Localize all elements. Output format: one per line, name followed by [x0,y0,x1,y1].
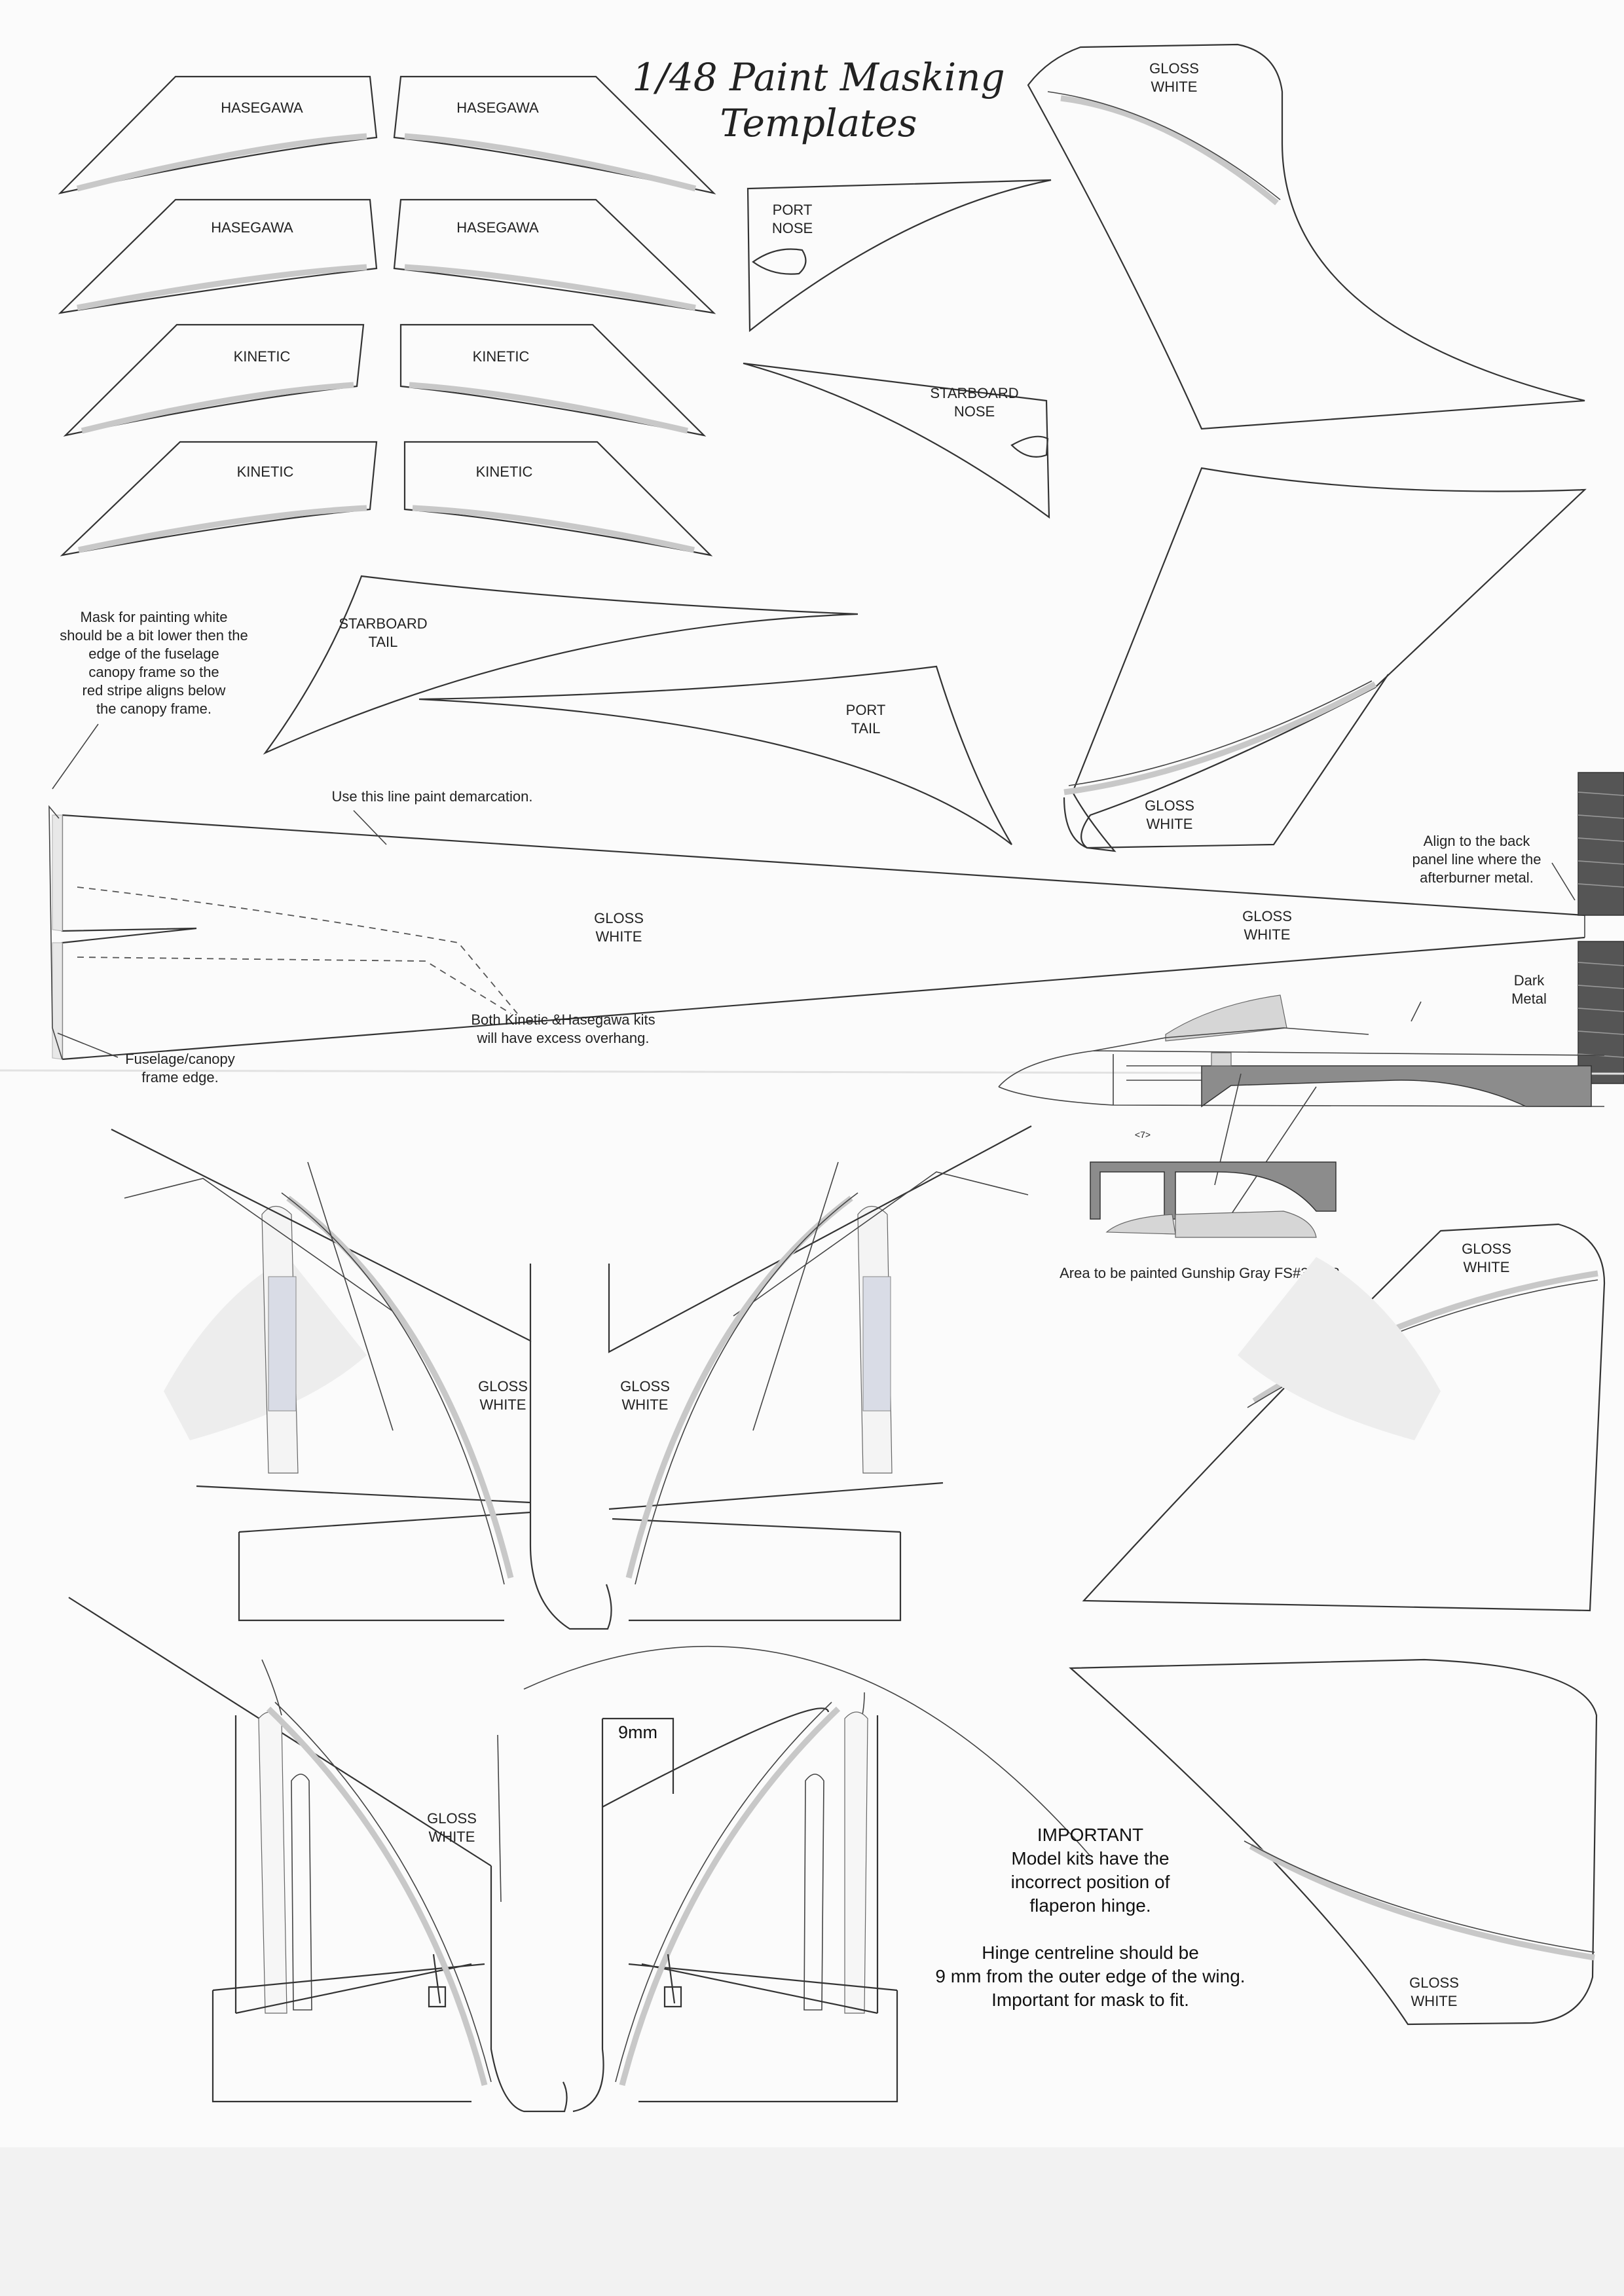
important-heading: IMPORTANT [1037,1825,1143,1845]
page-title: 1/48 Paint Masking [632,55,1005,100]
svg-text:HASEGAWA: HASEGAWA [211,219,293,236]
canopy-template-kinetic-1: KINETIC [63,323,365,437]
fin-template-upper-right: GLOSS WHITE [1027,43,1585,430]
demarcation-note: Use this line paint demarcation. [332,788,533,805]
hinge-gap-label: 9mm [618,1722,657,1742]
svg-text:Dark: Dark [1514,972,1545,989]
svg-text:9 mm from the outer edge of th: 9 mm from the outer edge of the wing. [935,1966,1245,1986]
svg-text:KINETIC: KINETIC [234,348,291,365]
canopy-template-kinetic-4: KINETIC [403,441,713,556]
canopy-template-kinetic-3: KINETIC [60,441,378,556]
fin-template-right-bottom: GLOSS WHITE [1069,1658,1598,2026]
svg-text:WHITE: WHITE [429,1829,475,1845]
svg-text:Important for mask to fit.: Important for mask to fit. [991,1990,1189,2010]
svg-text:KINETIC: KINETIC [473,348,530,365]
svg-text:NOSE: NOSE [954,403,995,420]
svg-text:WHITE: WHITE [1464,1259,1510,1275]
svg-text:GLOSS: GLOSS [1145,797,1194,814]
align-back-note: Align to the back panel line where the a… [1412,833,1576,901]
svg-text:Mask for painting white: Mask for painting white [81,609,228,625]
svg-text:should be a bit lower then the: should be a bit lower then the [60,627,248,644]
canopy-template-hasegawa-4: HASEGAWA [393,198,716,314]
starboard-tail-template: STARBOARD TAIL [263,575,858,755]
wing-mask-upper-left: GLOSS WHITE [111,1129,612,1630]
svg-text:incorrect position of: incorrect position of [1011,1872,1170,1892]
svg-text:WHITE: WHITE [596,928,642,945]
svg-text:Both Kinetic &Hasegawa kits: Both Kinetic &Hasegawa kits [471,1011,655,1028]
afterburner-dark-metal [1578,772,1624,1084]
svg-text:frame edge.: frame edge. [141,1069,218,1085]
svg-text:PORT: PORT [846,702,886,718]
svg-text:Hinge centreline should be: Hinge centreline should be [982,1942,1199,1963]
svg-text:Metal: Metal [1511,991,1547,1007]
fin-template-right-mid: GLOSS WHITE [1063,467,1587,852]
important-note: IMPORTANT Model kits have the incorrect … [935,1825,1245,2010]
wing-mask-lower-right: 9mm [523,1645,1091,2113]
svg-text:TAIL: TAIL [851,720,881,737]
canopy-template-hasegawa-3: HASEGAWA [58,198,378,314]
small-marker: <7> [1135,1129,1151,1140]
svg-text:will have excess overhang.: will have excess overhang. [477,1030,650,1046]
canopy-template-hasegawa-2: HASEGAWA [393,75,716,194]
svg-text:KINETIC: KINETIC [237,464,294,480]
gunship-gray-note: Area to be painted Gunship Gray FS#36118… [1060,1265,1344,1281]
svg-text:GLOSS: GLOSS [427,1810,477,1827]
canopy-template-hasegawa-1: HASEGAWA [58,75,378,194]
svg-text:WHITE: WHITE [1151,79,1198,95]
scan-margin [0,2147,1624,2296]
svg-text:WHITE: WHITE [622,1396,669,1413]
svg-text:canopy frame so the: canopy frame so the [88,664,219,680]
svg-text:flaperon hinge.: flaperon hinge. [1029,1895,1151,1916]
svg-text:NOSE: NOSE [772,220,813,236]
wing-mask-upper-right: GLOSS WHITE [608,1125,1441,1622]
port-tail-template: PORT TAIL [418,665,1012,845]
svg-text:GLOSS: GLOSS [1149,60,1199,77]
svg-text:KINETIC: KINETIC [476,464,533,480]
svg-text:red stripe aligns below: red stripe aligns below [83,682,226,699]
svg-text:PORT: PORT [773,202,813,218]
svg-text:GLOSS: GLOSS [594,910,644,926]
svg-text:HASEGAWA: HASEGAWA [456,219,539,236]
overhang-note: Both Kinetic &Hasegawa kits will have ex… [471,1011,655,1046]
svg-text:Fuselage/canopy: Fuselage/canopy [125,1051,235,1067]
svg-text:WHITE: WHITE [480,1396,526,1413]
svg-text:afterburner metal.: afterburner metal. [1420,869,1534,886]
svg-text:GLOSS: GLOSS [1409,1975,1459,1991]
svg-text:HASEGAWA: HASEGAWA [221,100,303,116]
svg-text:STARBOARD: STARBOARD [930,385,1018,401]
svg-text:edge of the fuselage: edge of the fuselage [88,646,219,662]
mask-white-note: Mask for painting white should be a bit … [52,609,248,790]
page-subtitle: Templates [720,101,917,145]
svg-text:WHITE: WHITE [1411,1993,1458,2009]
svg-text:HASEGAWA: HASEGAWA [456,100,539,116]
svg-text:GLOSS: GLOSS [1462,1241,1511,1257]
svg-text:STARBOARD: STARBOARD [339,615,427,632]
dark-metal-note: Dark Metal [1511,972,1547,1007]
aircraft-side-view: <7> [998,994,1605,1215]
port-nose-template: PORT NOSE [747,179,1052,333]
svg-text:Model kits have the: Model kits have the [1011,1848,1169,1868]
gunship-gray-parts [1090,1161,1337,1238]
svg-text:GLOSS: GLOSS [620,1378,670,1394]
frame-edge-note: Fuselage/canopy frame edge. [57,1032,235,1085]
svg-text:the canopy frame.: the canopy frame. [96,701,212,717]
canopy-template-kinetic-2: KINETIC [399,323,707,437]
fuselage-demarcation-template: Use this line paint demarcation. GLOSS W… [48,788,1585,1061]
svg-text:WHITE: WHITE [1244,926,1291,943]
masking-template-drawing: 1/48 Paint Masking Templates HASEGAWA HA… [0,43,1624,2113]
svg-text:WHITE: WHITE [1147,816,1193,832]
wing-mask-lower-left: GLOSS WHITE [68,1597,568,2113]
svg-text:TAIL: TAIL [369,634,398,650]
starboard-nose-template: STARBOARD NOSE [743,362,1050,519]
svg-text:panel line where the: panel line where the [1412,851,1541,867]
svg-text:GLOSS: GLOSS [1242,908,1292,924]
svg-text:Align to the back: Align to the back [1424,833,1531,849]
svg-text:GLOSS: GLOSS [478,1378,528,1394]
